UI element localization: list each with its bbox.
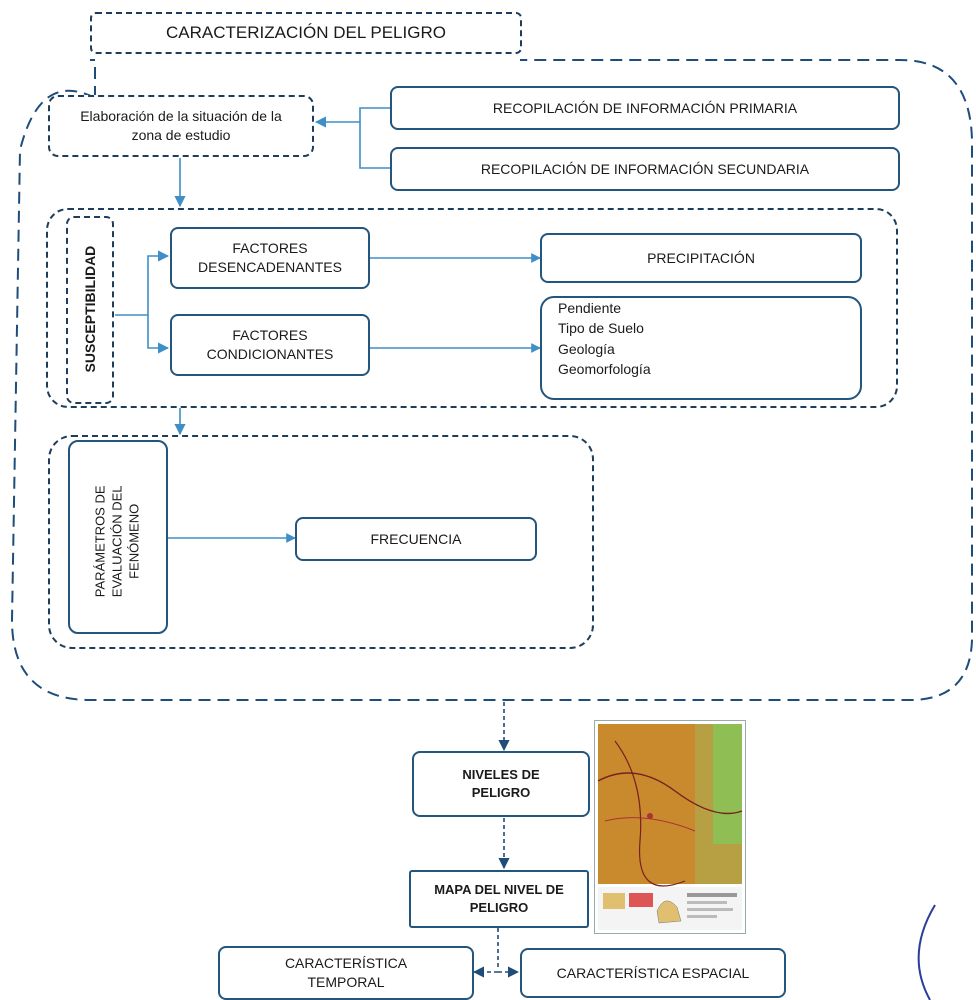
- diagram-title: CARACTERIZACIÓN DEL PELIGRO: [166, 22, 446, 42]
- parametros-line: PARÁMETROS DE: [92, 485, 108, 598]
- condicionantes-list-box: Pendiente Tipo de Suelo Geología Geomorf…: [540, 296, 862, 400]
- map-thumbnail: [594, 720, 746, 934]
- parametros-line: FENÓMENO: [126, 503, 142, 579]
- primaria-box: RECOPILACIÓN DE INFORMACIÓN PRIMARIA: [390, 86, 900, 130]
- suscep-branch-top: [115, 250, 170, 316]
- frecuencia-text: FRECUENCIA: [370, 530, 462, 547]
- secundaria-text: RECOPILACIÓN DE INFORMACIÓN SECUNDARIA: [480, 160, 810, 177]
- condicionantes-box: FACTORES CONDICIONANTES: [170, 314, 370, 376]
- suscep-branch-bot: [147, 315, 170, 354]
- desencadenantes-text: FACTORES DESENCADENANTES: [198, 240, 342, 275]
- susceptibilidad-label-box: [66, 216, 114, 404]
- condicionantes-text: FACTORES CONDICIONANTES: [206, 327, 334, 362]
- parametros-label: PARÁMETROS DE EVALUACIÓN DEL FENÓMENO: [93, 451, 144, 631]
- elaboracion-box: Elaboración de la situación de la zona d…: [48, 95, 314, 157]
- mapa-box: MAPA DEL NIVEL DE PELIGRO: [409, 870, 589, 928]
- title-box: CARACTERIZACIÓN DEL PELIGRO: [90, 12, 522, 54]
- elaboracion-text: Elaboración de la situación de la zona d…: [80, 108, 282, 143]
- niveles-box: NIVELES DE PELIGRO: [412, 751, 590, 817]
- temporal-box: CARACTERÍSTICA TEMPORAL: [218, 946, 474, 1000]
- desencadenantes-box: FACTORES DESENCADENANTES: [170, 227, 370, 289]
- niveles-text: NIVELES DE PELIGRO: [462, 767, 540, 800]
- susceptibilidad-region: [46, 208, 898, 408]
- secundaria-link: [359, 122, 390, 169]
- list-item: Geología: [558, 340, 615, 357]
- list-item: Pendiente: [558, 300, 622, 316]
- espacial-box: CARACTERÍSTICA ESPACIAL: [520, 948, 786, 998]
- primaria-text: RECOPILACIÓN DE INFORMACIÓN PRIMARIA: [492, 99, 798, 116]
- map-image: [597, 724, 743, 930]
- outer-region: [10, 59, 973, 701]
- frecuencia-box: FRECUENCIA: [295, 517, 537, 561]
- primaria-link: [314, 107, 390, 128]
- espacial-text: CARACTERÍSTICA ESPACIAL: [556, 964, 750, 981]
- parametros-line: EVALUACIÓN DEL: [109, 485, 125, 598]
- parametros-label-box: [68, 440, 168, 634]
- temporal-text: CARACTERÍSTICA TEMPORAL: [284, 955, 408, 990]
- signature-arc: [917, 904, 936, 1000]
- susceptibilidad-label: SUSCEPTIBILIDAD: [81, 245, 98, 373]
- list-item: Geomorfología: [558, 360, 651, 377]
- mapa-text: MAPA DEL NIVEL DE PELIGRO: [434, 882, 564, 915]
- parametros-region: [48, 435, 594, 649]
- secundaria-box: RECOPILACIÓN DE INFORMACIÓN SECUNDARIA: [390, 147, 900, 191]
- precipitacion-text: PRECIPITACIÓN: [647, 249, 755, 266]
- precipitacion-box: PRECIPITACIÓN: [540, 233, 862, 283]
- list-item: Tipo de Suelo: [558, 320, 644, 337]
